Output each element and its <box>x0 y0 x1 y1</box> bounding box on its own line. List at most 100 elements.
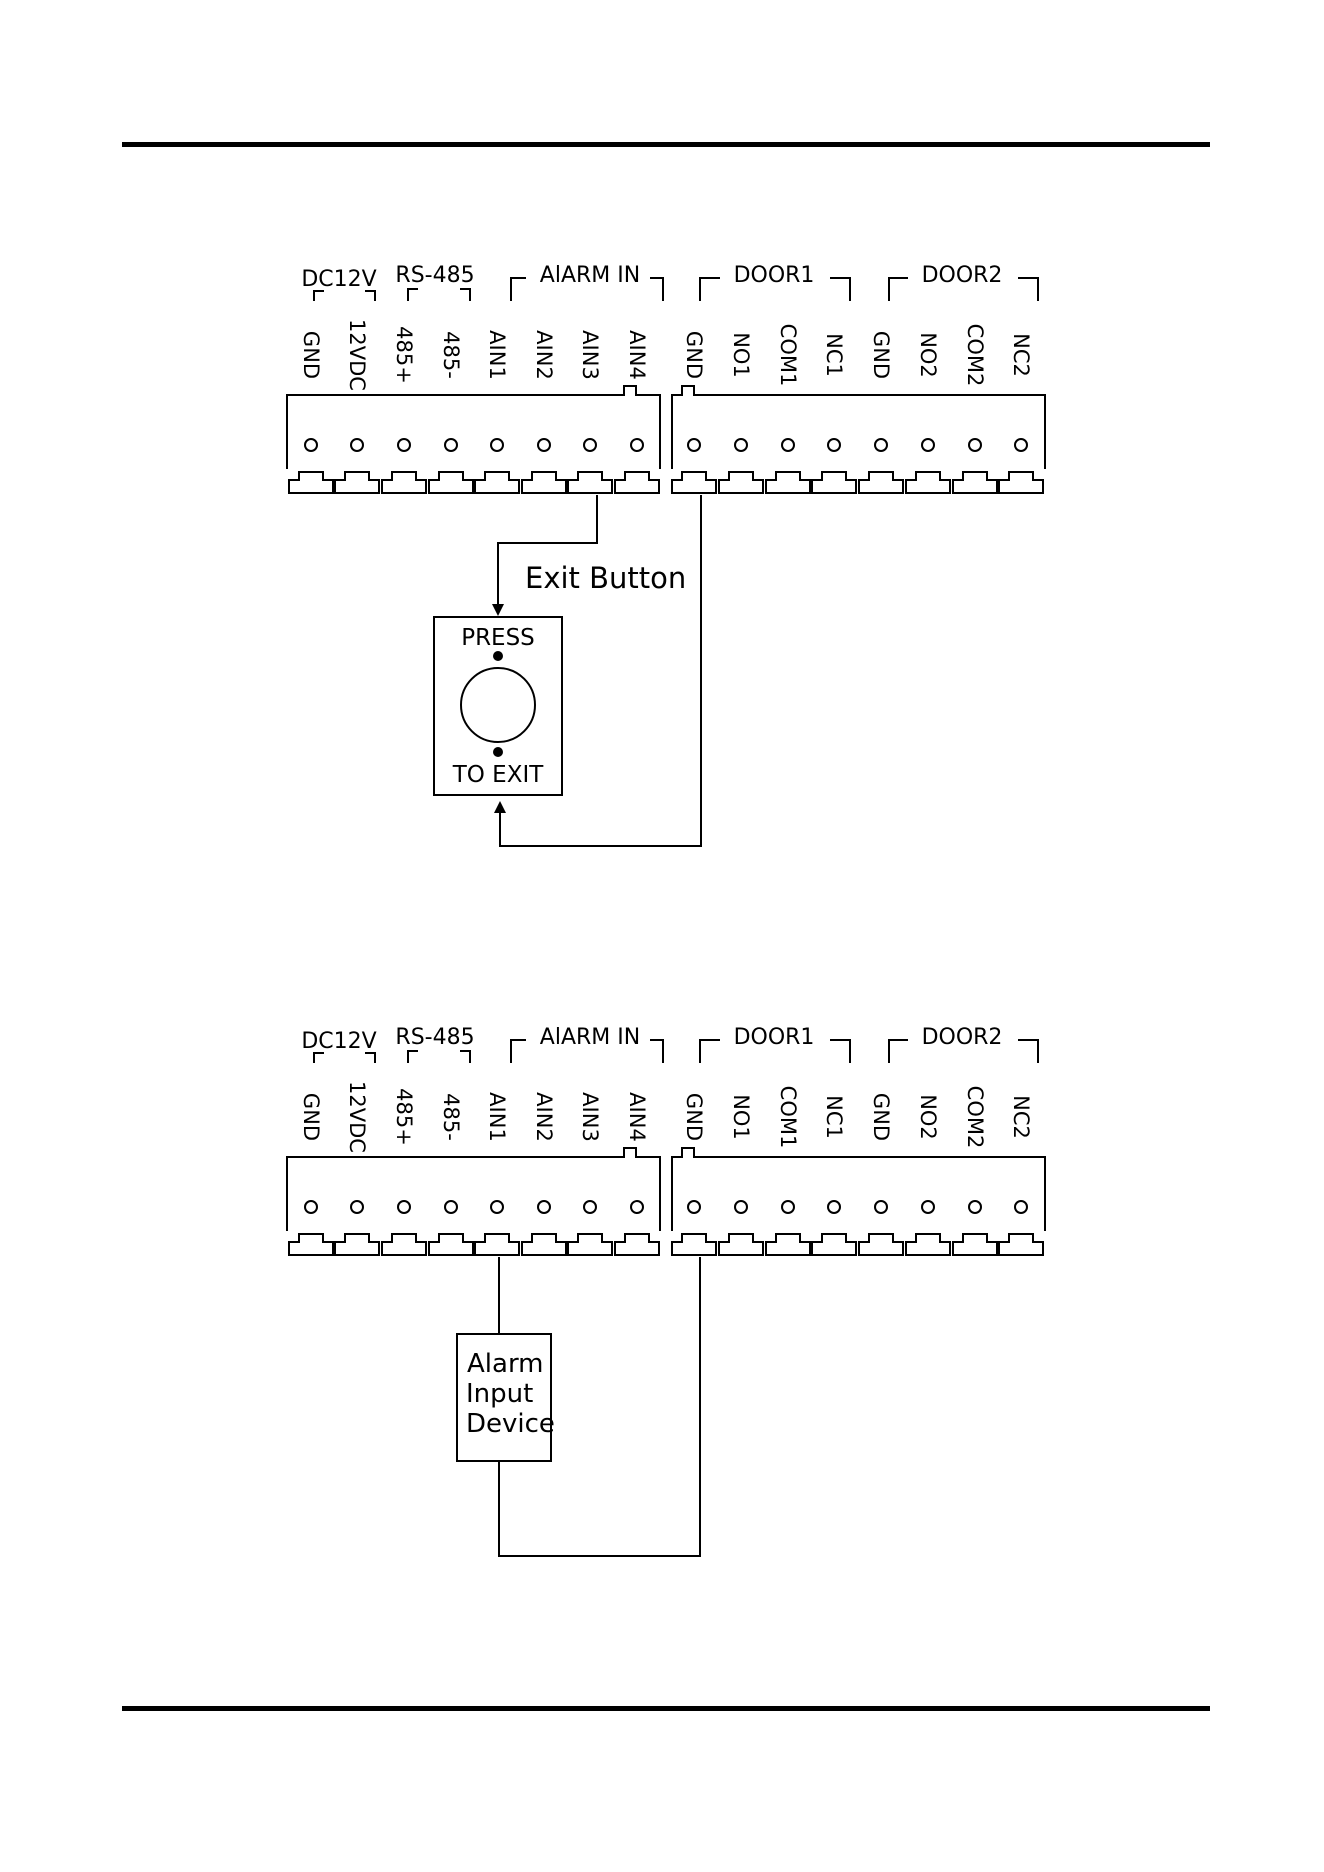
right-terminal-pin-1 <box>672 1234 716 1255</box>
exit-button-press-text: PRESS <box>461 625 535 651</box>
exit-button-push-circle <box>461 668 535 742</box>
group-label-door1: DOOR1 <box>734 1025 815 1050</box>
right-screw-hole-8 <box>1015 1201 1027 1213</box>
right-screw-hole-5 <box>875 439 887 451</box>
right-terminal-label-gnd-5: GND <box>869 331 893 379</box>
left-terminal-pin-1 <box>289 1234 333 1255</box>
left-screw-hole-7 <box>584 1201 596 1213</box>
group-label-rs485: RS-485 <box>395 1025 474 1050</box>
left-terminal-pin-4 <box>429 472 473 493</box>
right-terminal-labels: GNDNO1COM1NC1GNDNO2COM2NC2 <box>682 324 1033 387</box>
exit-button-caption: Exit Button <box>525 561 686 595</box>
right-terminal-pin-5 <box>859 1234 903 1255</box>
alarm-input-wiring-diagram: DC12V RS-485 AlARM IN DOOR1 DOOR2 GND 12V… <box>287 1025 1045 1556</box>
right-screw-hole-8 <box>1015 439 1027 451</box>
left-screw-hole-2 <box>351 1201 363 1213</box>
left-terminal-label-485-4: 485- <box>439 331 463 379</box>
exit-button-bottom-dot <box>493 747 503 757</box>
left-terminal-pin-4 <box>429 1234 473 1255</box>
terminal-blocks <box>287 1148 1045 1231</box>
terminal-screw-holes <box>305 439 1027 451</box>
right-screw-hole-3 <box>782 1201 794 1213</box>
left-screw-hole-5 <box>491 439 503 451</box>
right-terminal-block <box>672 1148 1045 1231</box>
wires <box>498 495 701 846</box>
right-terminal-pin-8 <box>999 472 1043 493</box>
left-terminal-label-12vdc-2: 12VDC <box>345 1081 369 1153</box>
left-screw-hole-6 <box>538 439 550 451</box>
exit-button-device: PRESS TO EXIT <box>434 617 562 795</box>
right-terminal-pin-7 <box>953 1234 997 1255</box>
terminal-pins <box>289 1234 1043 1255</box>
group-label-dc12v: DC12V <box>301 1029 376 1054</box>
right-terminal-label-no1-2: NO1 <box>729 1094 753 1140</box>
right-terminal-block <box>672 386 1045 469</box>
left-screw-hole-5 <box>491 1201 503 1213</box>
right-terminal-label-nc1-4: NC1 <box>822 1095 846 1139</box>
left-terminal-pin-7 <box>568 1234 612 1255</box>
alarm-input-device: Alarm Input Device <box>457 1334 555 1461</box>
right-terminal-label-gnd-1: GND <box>682 331 706 379</box>
left-terminal-label-ain4-8: AIN4 <box>625 330 649 380</box>
left-terminal-pin-8 <box>615 1234 659 1255</box>
left-terminal-label-ain3-7: AIN3 <box>578 1092 602 1142</box>
right-terminal-pin-5 <box>859 472 903 493</box>
left-screw-hole-8 <box>631 1201 643 1213</box>
left-terminal-label-ain2-6: AIN2 <box>532 1092 556 1142</box>
right-terminal-label-nc1-4: NC1 <box>822 333 846 377</box>
terminal-screw-holes <box>305 1201 1027 1213</box>
terminal-pins <box>289 472 1043 493</box>
right-terminal-label-no1-2: NO1 <box>729 332 753 378</box>
left-terminal-pin-2 <box>335 1234 379 1255</box>
right-screw-hole-3 <box>782 439 794 451</box>
right-terminal-pin-6 <box>906 472 950 493</box>
right-screw-hole-4 <box>828 1201 840 1213</box>
right-terminal-label-gnd-1: GND <box>682 1093 706 1141</box>
right-screw-hole-7 <box>969 1201 981 1213</box>
alarm-device-line-3: Device <box>466 1409 555 1439</box>
group-label-door2: DOOR2 <box>922 1025 1003 1050</box>
left-terminal-label-485-4: 485- <box>439 1093 463 1141</box>
right-terminal-label-nc2-8: NC2 <box>1009 333 1033 377</box>
left-screw-hole-2 <box>351 439 363 451</box>
left-screw-hole-4 <box>445 439 457 451</box>
left-terminal-label-ain1-5: AIN1 <box>485 1092 509 1142</box>
right-terminal-label-no2-6: NO2 <box>916 1094 940 1140</box>
left-terminal-pin-3 <box>382 472 426 493</box>
group-label-rs485: RS-485 <box>395 263 474 288</box>
right-screw-hole-2 <box>735 439 747 451</box>
right-screw-hole-5 <box>875 1201 887 1213</box>
group-label-door1: DOOR1 <box>734 263 815 288</box>
left-screw-hole-1 <box>305 439 317 451</box>
right-terminal-label-com2-7: COM2 <box>963 324 987 387</box>
left-screw-hole-6 <box>538 1201 550 1213</box>
left-terminal-label-485-3: 485+ <box>392 326 416 384</box>
right-terminal-pin-8 <box>999 1234 1043 1255</box>
group-label-alarm-in: AlARM IN <box>540 1025 640 1050</box>
left-terminal-label-ain1-5: AIN1 <box>485 330 509 380</box>
left-screw-hole-1 <box>305 1201 317 1213</box>
right-terminal-pin-3 <box>766 1234 810 1255</box>
right-terminal-pin-4 <box>812 472 856 493</box>
right-screw-hole-1 <box>688 1201 700 1213</box>
right-terminal-pin-1 <box>672 472 716 493</box>
right-screw-hole-6 <box>922 1201 934 1213</box>
left-terminal-pin-3 <box>382 1234 426 1255</box>
right-screw-hole-7 <box>969 439 981 451</box>
alarm-device-line-2: Input <box>466 1379 533 1409</box>
group-label-door2: DOOR2 <box>922 263 1003 288</box>
right-screw-hole-1 <box>688 439 700 451</box>
right-terminal-pin-7 <box>953 472 997 493</box>
left-terminal-pin-5 <box>475 472 519 493</box>
left-screw-hole-8 <box>631 439 643 451</box>
right-terminal-label-com2-7: COM2 <box>963 1086 987 1149</box>
right-terminal-label-nc2-8: NC2 <box>1009 1095 1033 1139</box>
right-terminal-label-com1-3: COM1 <box>776 1086 800 1149</box>
right-screw-hole-4 <box>828 439 840 451</box>
right-terminal-pin-6 <box>906 1234 950 1255</box>
